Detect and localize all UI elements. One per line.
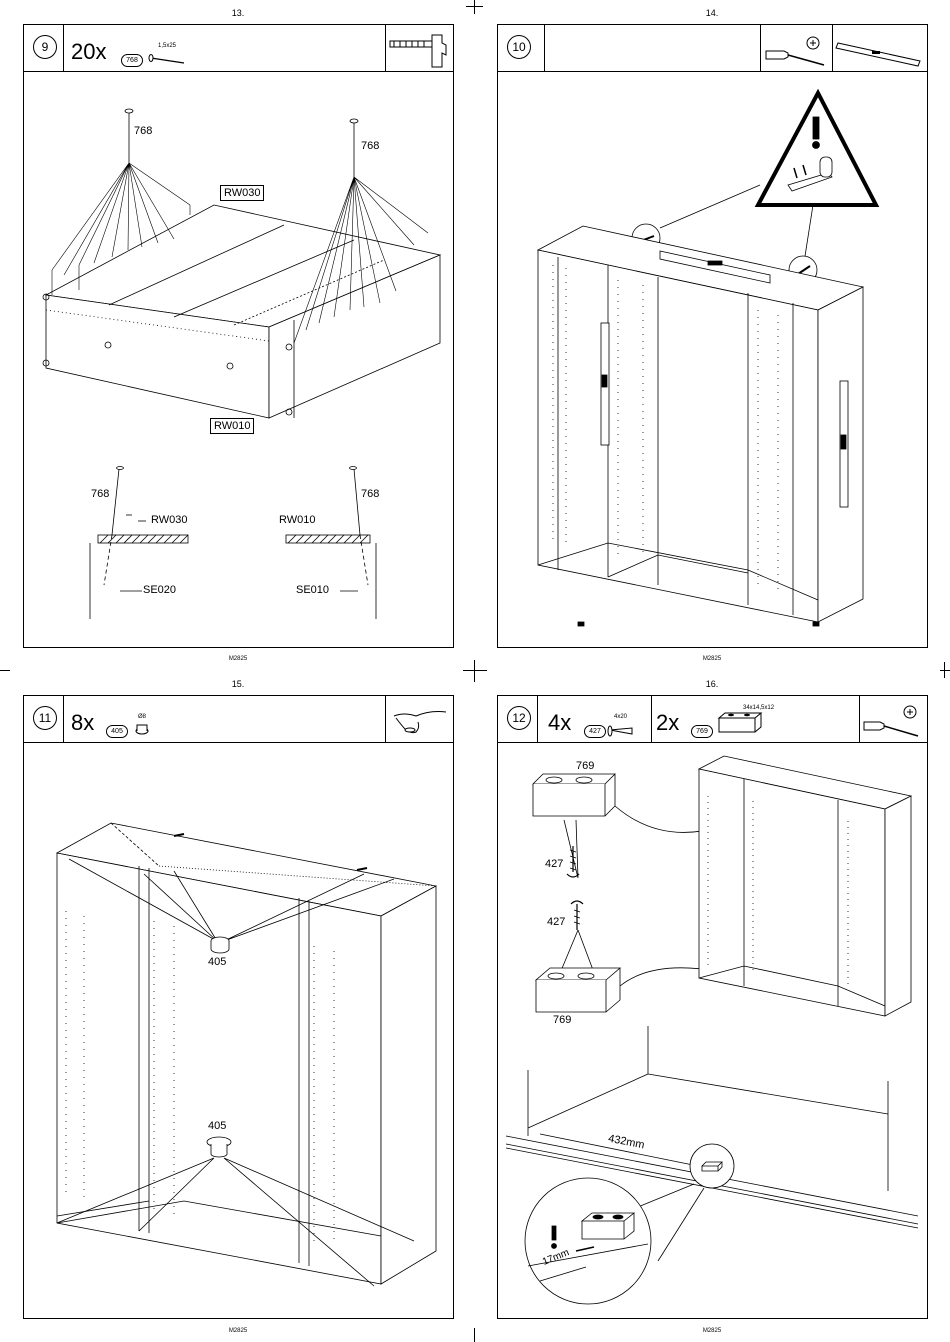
step-12-drawing [498, 696, 927, 1318]
page-footer-16: M2825 [682, 1328, 742, 1334]
crop-mark [474, 0, 475, 14]
block-769-label: 769 [576, 760, 594, 772]
panel-rw030-label: RW030 [220, 185, 264, 201]
step-11-drawing [24, 696, 453, 1318]
crop-mark [944, 662, 945, 678]
crop-mark [474, 660, 475, 682]
nail-callout: 768 [134, 125, 152, 137]
page-number-15: 15. [208, 679, 268, 689]
step-12-panel: 12 4x 427 4x20 2x 769 34x14,5x12 [497, 695, 928, 1319]
step-11-panel: 11 8x 405 Ø8 [23, 695, 454, 1319]
page-footer-13: M2825 [208, 656, 268, 662]
block-769-label: 769 [553, 1014, 571, 1026]
page-footer-14: M2825 [682, 656, 742, 662]
page-footer-15: M2825 [208, 1328, 268, 1334]
crop-mark [0, 670, 10, 671]
screw-427-label: 427 [545, 858, 563, 870]
cap-405-label: 405 [208, 956, 226, 968]
screw-427-label: 427 [547, 916, 565, 928]
step-9-drawing [24, 25, 453, 647]
page-number-14: 14. [682, 8, 742, 18]
step-10-drawing [498, 25, 927, 647]
crop-mark [940, 670, 950, 671]
nail-callout: 768 [361, 488, 379, 500]
crop-mark [474, 1328, 475, 1342]
page-number-16: 16. [682, 679, 742, 689]
nail-callout: 768 [361, 140, 379, 152]
panel-se010-label: SE010 [296, 584, 329, 596]
crop-mark [466, 6, 483, 7]
panel-se020-label: SE020 [143, 584, 176, 596]
nail-callout: 768 [91, 488, 109, 500]
panel-rw010-label: RW010 [210, 418, 254, 434]
cap-405-label: 405 [208, 1120, 226, 1132]
step-10-panel: 10 [497, 24, 928, 648]
crop-mark [463, 670, 487, 671]
panel-rw030-label: RW030 [151, 514, 187, 526]
step-9-panel: 9 20x 768 1,5x25 [23, 24, 454, 648]
page-number-13: 13. [208, 8, 268, 18]
panel-rw010-label: RW010 [279, 514, 315, 526]
